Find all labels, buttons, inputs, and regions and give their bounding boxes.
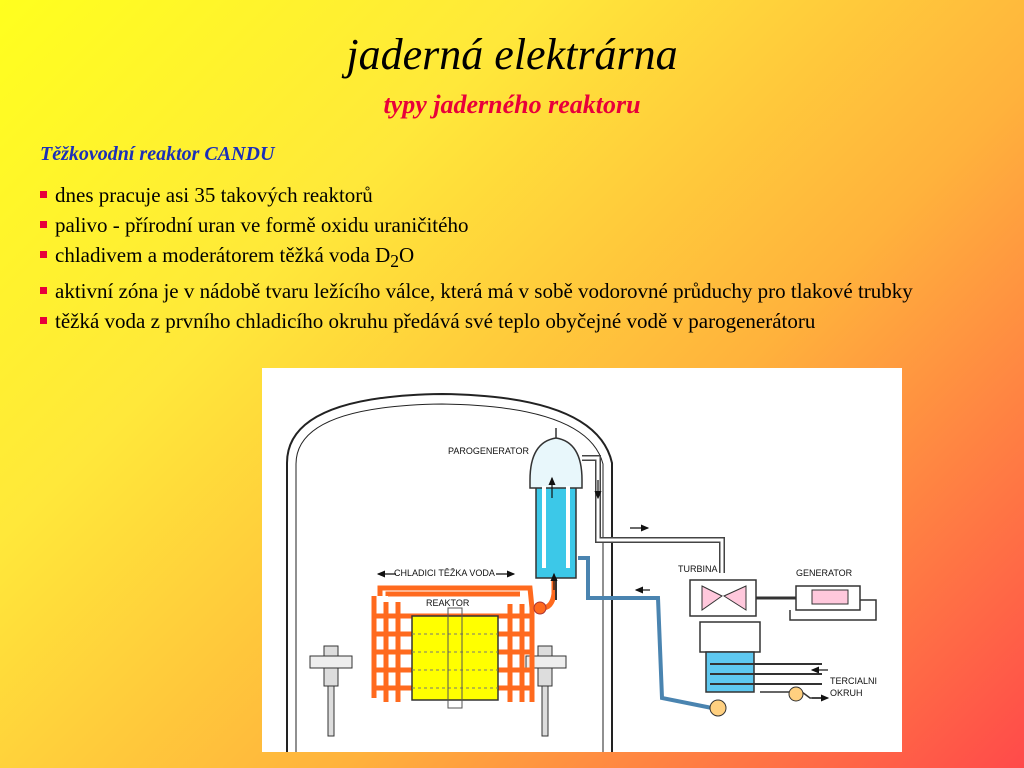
reactor-core xyxy=(411,607,499,709)
diagram-svg: PAROGENERATOR CHLADICI TĚŽKA VODA REAKTO… xyxy=(286,392,877,752)
condenser xyxy=(699,621,822,693)
containment-building-inner xyxy=(295,403,604,752)
section-heading: Těžkovodní reaktor CANDU xyxy=(40,143,275,165)
bullet-square-icon xyxy=(40,191,47,198)
steam-generator xyxy=(529,428,583,600)
reactor-support-right xyxy=(525,645,567,737)
generator xyxy=(789,585,877,621)
page-subtitle: typy jaderného reaktoru xyxy=(383,90,641,119)
condensate-pump xyxy=(709,699,727,717)
containment-building xyxy=(286,392,613,752)
flow-arrows xyxy=(376,476,830,702)
bullet-item: dnes pracuje asi 35 takových reaktorů xyxy=(40,180,970,210)
label-okruh: OKRUH xyxy=(830,688,863,698)
bullet-text: aktivní zóna je v nádobě tvaru ležícího … xyxy=(55,279,913,304)
bullet-item: aktivní zóna je v nádobě tvaru ležícího … xyxy=(40,276,970,306)
reactor-support-left xyxy=(309,645,353,737)
feedwater-line xyxy=(578,556,713,710)
page-title: jaderná elektrárna xyxy=(346,30,678,79)
bullet-square-icon xyxy=(40,287,47,295)
bullet-square-icon xyxy=(40,251,47,258)
bullet-item: palivo - přírodní uran ve formě oxidu ur… xyxy=(40,210,970,240)
primary-pump xyxy=(533,601,547,615)
label-reaktor: REAKTOR xyxy=(426,598,470,608)
label-tercialni: TERCIALNI xyxy=(830,676,877,686)
subscript: 2 xyxy=(390,251,400,272)
label-generator: GENERATOR xyxy=(796,568,853,578)
turbine xyxy=(689,579,796,617)
bullet-square-icon xyxy=(40,221,47,228)
tertiary-pump xyxy=(788,686,804,702)
label-turbina: TURBINA xyxy=(678,564,718,574)
bullet-text: těžká voda z prvního chladicího okruhu p… xyxy=(55,309,816,334)
bullet-square-icon xyxy=(40,317,47,325)
label-parogenerator: PAROGENERATOR xyxy=(448,446,530,456)
bullet-item: těžká voda z prvního chladicího okruhu p… xyxy=(40,306,970,336)
bullet-text: chladivem a moderátorem těžká voda D xyxy=(55,243,391,267)
candu-diagram: PAROGENERATOR CHLADICI TĚŽKA VODA REAKTO… xyxy=(262,368,902,752)
bullet-list: dnes pracuje asi 35 takových reaktorů pa… xyxy=(40,180,970,336)
bullet-text: dnes pracuje asi 35 takových reaktorů xyxy=(55,183,373,207)
bullet-text: palivo - přírodní uran ve formě oxidu ur… xyxy=(55,213,469,237)
bullet-text: O xyxy=(399,243,415,267)
label-chladici-voda: CHLADICI TĚŽKA VODA xyxy=(394,568,495,578)
bullet-item: chladivem a moderátorem těžká voda D2O xyxy=(40,240,970,276)
